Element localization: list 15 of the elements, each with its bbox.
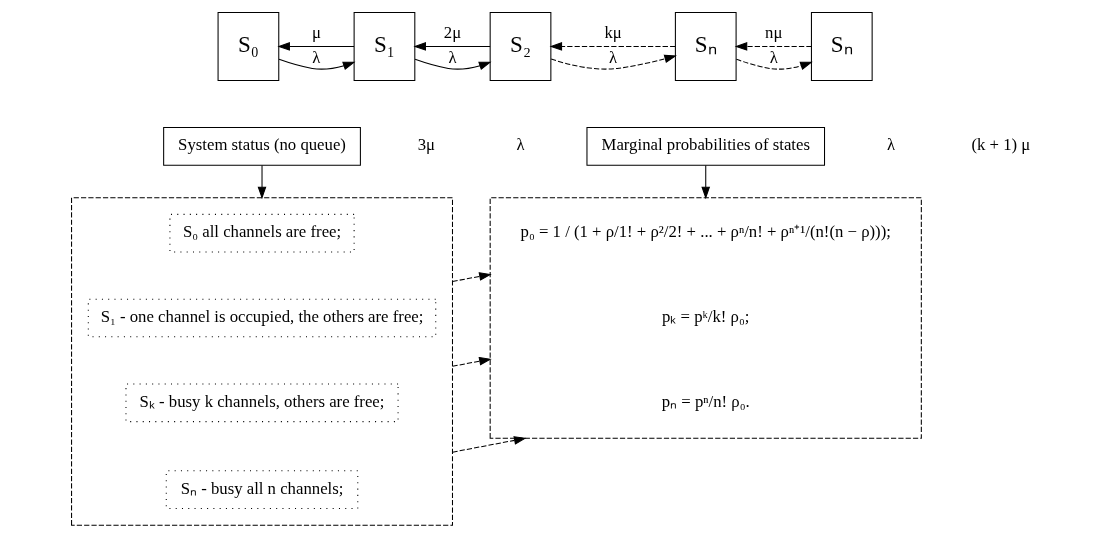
edge-label: nμ: [765, 22, 783, 42]
node-text: pₖ = pᵏ/k! ρ₀;: [662, 306, 750, 326]
edge-label: λ: [448, 47, 457, 67]
edge-label: kμ: [604, 22, 622, 42]
edge-label: λ: [609, 47, 618, 67]
edge-label: 2μ: [443, 22, 462, 42]
label: 3μ: [417, 135, 435, 155]
edge-label: μ: [311, 22, 321, 42]
label: (k + 1) μ: [971, 135, 1031, 155]
label: λ: [886, 135, 896, 155]
edge-label: λ: [769, 47, 778, 67]
node-text: pₙ = pⁿ/n! ρ₀.: [661, 391, 750, 411]
label: λ: [516, 135, 525, 155]
edge-label: λ: [312, 47, 321, 67]
node-text: p₀ = 1 / (1 + ρ/1! + ρ²/2! + ... + ρⁿ/n! + ρⁿ⁺¹/(n!(n − ρ)));: [520, 222, 891, 242]
